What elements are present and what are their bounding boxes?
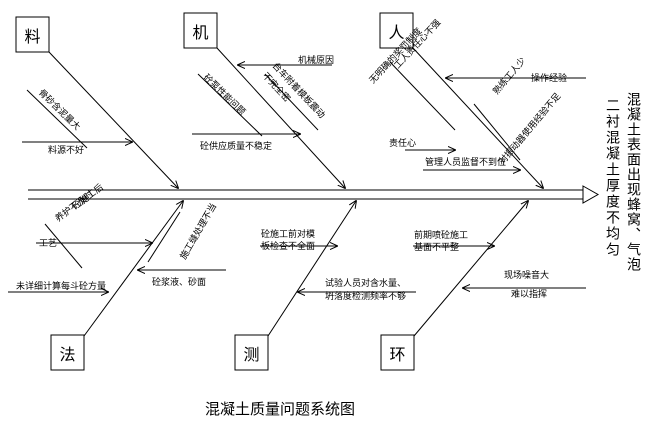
cause-env-2: 基面不平整 xyxy=(414,241,459,253)
cause-machine-2: 砼供应质量不稳定 xyxy=(200,140,272,152)
effect-line-2: 二衬混凝土厚度不均匀 xyxy=(604,98,620,258)
category-box-machine: 机 xyxy=(183,12,218,49)
svg-text:测: 测 xyxy=(243,345,259,364)
bone-environment xyxy=(413,201,528,337)
category-box-method: 法 xyxy=(50,334,85,371)
cause-measure-2: 板检查不全面 xyxy=(261,240,315,252)
main-bones xyxy=(48,47,543,337)
cause-method-3: 工艺 xyxy=(39,238,57,249)
cause-env-4: 难以指挥 xyxy=(511,288,547,300)
cause-machine-3: 机械原因 xyxy=(298,54,334,66)
category-box-environment: 环 xyxy=(380,334,415,371)
diagram-caption: 混凝土质量问题系统图 xyxy=(205,400,355,418)
svg-text:环: 环 xyxy=(389,345,405,364)
svg-text:料: 料 xyxy=(24,27,40,46)
cause-env-3: 现场噪音大 xyxy=(504,269,549,281)
svg-text:人: 人 xyxy=(388,23,404,42)
cause-measure-1: 砼施工前对模 xyxy=(261,228,315,240)
cause-machine-1: 砼泵性能问题 xyxy=(201,72,248,118)
spine xyxy=(28,185,600,204)
cause-people-4: 熟练工人少 xyxy=(490,55,528,97)
bone-machine xyxy=(216,47,345,188)
bone-method xyxy=(83,201,183,337)
cause-material-1: 骨砂含泥量大 xyxy=(36,87,83,133)
cause-method-6: 砼浆液、砂面 xyxy=(152,276,206,288)
cause-method-5: 未详细计算每斗砼方量 xyxy=(16,280,106,292)
effect-line-1: 混凝土表面出现蜂窝、气泡 xyxy=(625,92,641,272)
cause-method-4: 施工缝处理不当 xyxy=(177,201,219,262)
sub-bones xyxy=(8,62,586,292)
cause-env-1: 前期喷砼施工 xyxy=(414,229,468,241)
cause-people-1: 操作经验 xyxy=(531,72,567,84)
cause-material-2: 料源不好 xyxy=(48,144,84,156)
cause-people-6: 责任心 xyxy=(389,137,416,149)
cause-method-2: 养护不及时 xyxy=(53,188,96,225)
cause-measure-4: 坍落度检测频率不够 xyxy=(325,290,406,302)
cause-measure-3: 试验人员对含水量、 xyxy=(325,277,406,289)
svg-text:法: 法 xyxy=(59,345,75,364)
bone-people xyxy=(412,47,543,188)
bone-material xyxy=(48,51,178,188)
bone-measure xyxy=(267,201,356,337)
cause-people-5: 对振动器使用经验不足 xyxy=(496,90,563,167)
category-box-measure: 测 xyxy=(234,334,269,371)
svg-text:机: 机 xyxy=(192,23,208,42)
cause-people-7: 管理人员监督不到位 xyxy=(425,156,506,168)
category-box-material: 料 xyxy=(15,16,50,53)
category-box-people: 人 xyxy=(379,12,414,49)
